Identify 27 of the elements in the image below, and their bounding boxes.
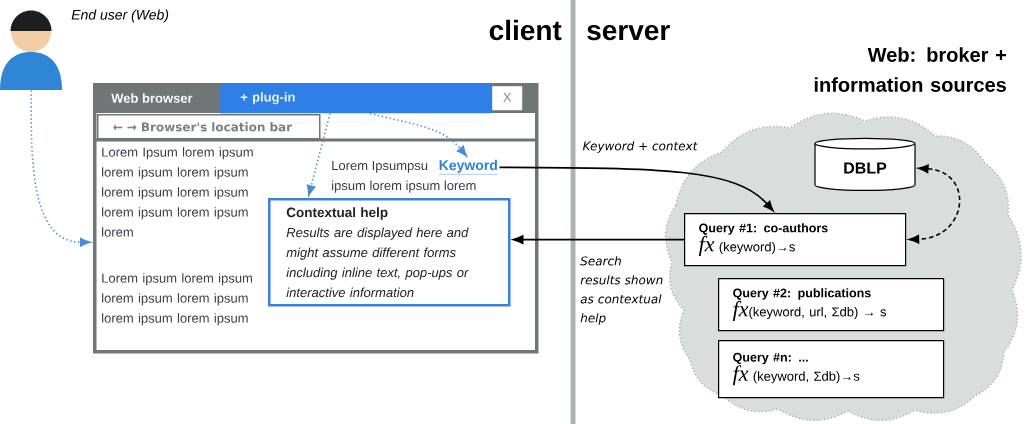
window-title: Web browser bbox=[111, 93, 193, 103]
database-cylinder: DBLP bbox=[814, 137, 916, 191]
edge-label: Keyword + context bbox=[581, 140, 699, 154]
arrow bbox=[498, 166, 774, 212]
query-box: Query #n: ... fx (keyword, Σdb)→s bbox=[718, 340, 945, 399]
location-bar: ← → Browser's location bar bbox=[97, 114, 321, 140]
keyword-link: Keyword bbox=[438, 159, 499, 175]
arrow bbox=[306, 112, 331, 196]
double-arrow bbox=[908, 164, 961, 244]
arrow bbox=[512, 235, 685, 244]
section-heading: server bbox=[587, 24, 670, 41]
body-text: ipsum lorem ipsum lorem bbox=[332, 180, 476, 193]
plugin-bar: + plug-in bbox=[220, 83, 493, 114]
cloud-heading: Web: broker + information sources bbox=[814, 47, 1006, 92]
node-label: X bbox=[503, 92, 512, 102]
node-caption: End user (Web) bbox=[71, 9, 169, 23]
section-heading: client bbox=[489, 19, 562, 41]
body-text: Lorem ipsum lorem ipsum lorem ipsum lorem ipsum lorem ipsum lorem ipsum bbox=[102, 273, 252, 326]
close-button: X bbox=[492, 86, 523, 111]
edge-label: Search results shown as contextual help bbox=[579, 255, 666, 326]
query-box: Query #2: publications fx(keyword, url, Σdb) → s bbox=[718, 278, 945, 332]
arrow bbox=[369, 112, 467, 157]
body-text: Lorem Ipsumpsu bbox=[332, 161, 428, 173]
arrow bbox=[30, 89, 91, 247]
help-box: Contextual help Results are displayed here and might assume different forms including inline text, pop-ups or interactive information bbox=[268, 198, 511, 307]
body-text: Lorem Ipsum lorem ipsum lorem ipsum lorem ipsum lorem ipsum lorem ipsum lorem ipsum lorem ipsum lorem bbox=[102, 147, 253, 237]
query-box: Query #1: co-authors fx (keyword)→s bbox=[684, 213, 907, 267]
